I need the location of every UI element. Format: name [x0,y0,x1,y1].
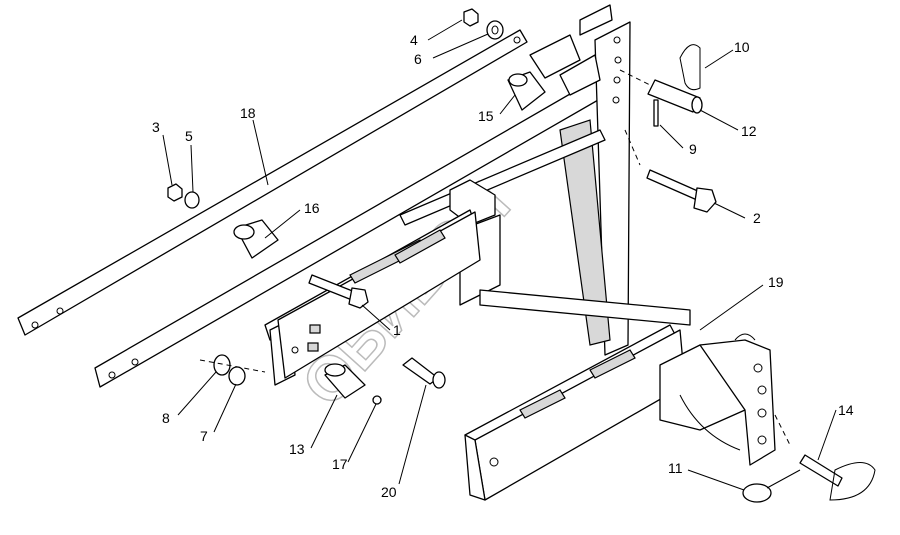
nut-3 [167,183,183,202]
callout-16: 16 [304,200,320,216]
callout-3: 3 [152,119,160,135]
callout-12: 12 [741,123,757,139]
nipple-17 [372,395,382,405]
lynch-pin-14 [799,454,843,487]
callout-6: 6 [414,51,422,67]
leader-lines [162,19,837,491]
callout-5: 5 [185,128,193,144]
ring-11 [742,483,772,503]
washer-6 [486,20,504,40]
nut-4 [463,8,479,27]
callout-15: 15 [478,108,494,124]
bar-18 [17,29,528,336]
callout-1: 1 [393,322,401,338]
callout-4: 4 [410,32,418,48]
callout-2: 2 [753,210,761,226]
pin-12 [647,79,701,113]
callout-19: 19 [768,274,784,290]
bolt-2 [646,169,701,201]
callout-17: 17 [332,456,348,472]
callout-13: 13 [289,441,305,457]
callout-11: 11 [668,460,683,476]
ring-8 [213,354,231,376]
callout-10: 10 [734,39,750,55]
callout-7: 7 [200,428,208,444]
callout-8: 8 [162,410,170,426]
callout-9: 9 [689,141,697,157]
pin-9 [653,99,659,127]
callout-20: 20 [381,484,397,500]
washer-5 [184,191,200,209]
callout-18: 18 [240,105,256,121]
gusset [559,119,611,346]
callout-labels: 4 6 10 18 15 12 3 5 9 16 2 19 1 8 7 13 1… [152,32,854,500]
washer-7 [228,366,246,386]
clip-10 [679,44,701,91]
callout-14: 14 [838,402,854,418]
